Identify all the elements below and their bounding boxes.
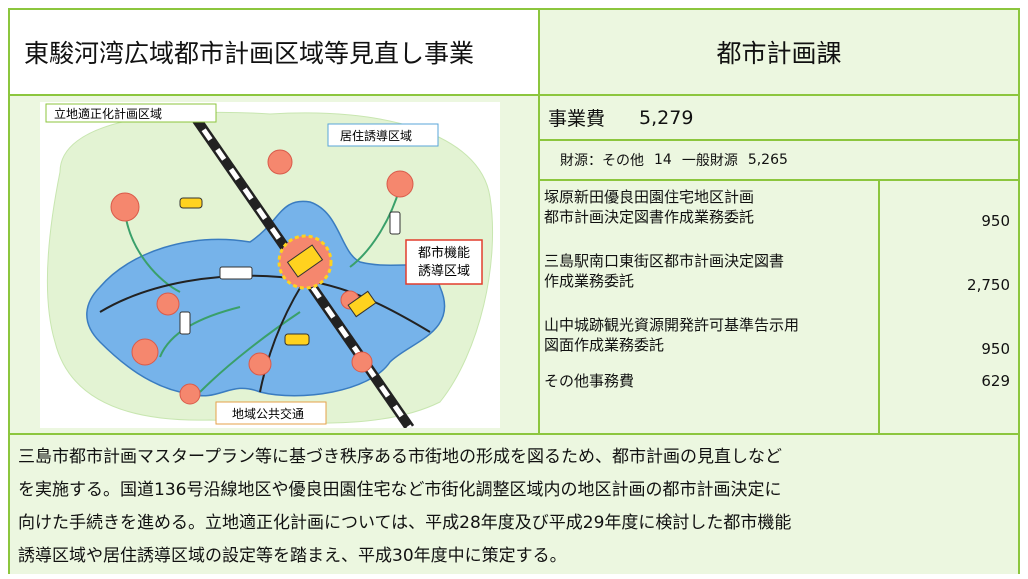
taxi-icon (284, 333, 310, 346)
project-cost-row: 事業費 5,279 (540, 96, 1018, 141)
funding-label: 財源：その他 (560, 153, 644, 169)
cost-value: 5,279 (639, 106, 694, 129)
road-line (99, 274, 431, 333)
description-line: を実施する。国道136号沿線地区や優良田園住宅など市街化調整区域内の地区計画の都… (18, 480, 782, 500)
hub-circle (248, 352, 272, 376)
department-cell: 都市計画課 (540, 10, 1018, 96)
item-name-line1: その他事務費 (544, 372, 635, 390)
description-line: 三島市都市計画マスタープラン等に基づき秩序ある市街地の形成を図るため、都市計画の… (18, 447, 782, 467)
cost-label: 事業費 (548, 108, 606, 130)
project-sheet: 東駿河湾広域都市計画区域等見直し事業 都市計画課 (8, 8, 1020, 574)
hub-circle (179, 383, 201, 405)
item-amount: 2,750 (967, 276, 1010, 294)
hub-circle (386, 170, 414, 198)
department-name: 都市計画課 (716, 39, 842, 68)
hub-circle (267, 149, 293, 175)
item-name-line2: 図面作成業務委託 (544, 336, 665, 354)
taxi-icon (179, 197, 203, 209)
hub-circle (110, 192, 140, 222)
description-line: 向けた手続きを進める。立地適正化計画については、平成28年度及び平成29年度に検… (18, 513, 792, 533)
illustration-cell: 立地適正化計画区域 居住誘導区域 都市機能 誘導区域 地域公共交通 (10, 96, 540, 433)
funding-general-label: 一般財源 (681, 153, 738, 169)
label-box-residence (327, 123, 439, 147)
transit-route (124, 211, 181, 293)
project-title-text: 東駿河湾広域都市計画区域等見直し事業 (24, 39, 475, 68)
funding-row: 財源：その他 14 一般財源 5,265 (540, 141, 1018, 181)
item-amount: 950 (981, 212, 1010, 230)
item-name-line1: 山中城跡観光資源開発許可基準告示用 (544, 316, 800, 334)
funding-general-value: 5,265 (747, 152, 788, 168)
item-name-line1: 塚原新田優良田園住宅地区計画 (544, 188, 755, 206)
station-block (347, 290, 377, 318)
item-name-line2: 作成業務委託 (544, 272, 635, 290)
bus-icon (389, 211, 401, 235)
hub-circle (156, 292, 180, 316)
label-box-urban-function (405, 239, 483, 285)
cost-breakdown: 塚原新田優良田園住宅地区計画 都市計画決定図書作成業務委託 950 三島駅南口東… (540, 181, 1018, 433)
hub-circle (351, 351, 373, 373)
illustration-svg: 立地適正化計画区域 居住誘導区域 都市機能 誘導区域 地域公共交通 (45, 103, 493, 431)
transit-route (349, 186, 401, 268)
transit-route (199, 311, 301, 393)
hub-circle (131, 338, 159, 366)
description-line: 誘導区域や居住誘導区域の設定等を踏まえ、平成30年度中に策定する。 (18, 546, 567, 566)
label-residence: 居住誘導区域 (340, 129, 412, 143)
label-urban-function-2: 誘導区域 (418, 264, 470, 279)
label-box-location (45, 103, 217, 123)
bus-icon (219, 266, 253, 280)
label-transit: 地域公共交通 (232, 406, 304, 421)
column-divider (878, 181, 880, 433)
item-name-line1: 三島駅南口東街区都市計画決定図書 (544, 252, 785, 270)
urban-plan-illustration: 立地適正化計画区域 居住誘導区域 都市機能 誘導区域 地域公共交通 (40, 102, 500, 431)
item-amount: 629 (981, 372, 1010, 390)
label-urban-function-1: 都市機能 (418, 245, 470, 261)
project-description: 三島市都市計画マスタープラン等に基づき秩序ある市街地の形成を図るため、都市計画の… (10, 433, 1018, 574)
item-amount: 950 (981, 340, 1010, 358)
funding-other-value: 14 (654, 152, 672, 168)
station-block (286, 244, 324, 278)
label-box-transit (215, 401, 327, 425)
bus-icon (179, 311, 191, 335)
item-name-line2: 都市計画決定図書作成業務委託 (544, 208, 755, 226)
project-title: 東駿河湾広域都市計画区域等見直し事業 (10, 10, 540, 96)
label-location: 立地適正化計画区域 (54, 106, 162, 121)
